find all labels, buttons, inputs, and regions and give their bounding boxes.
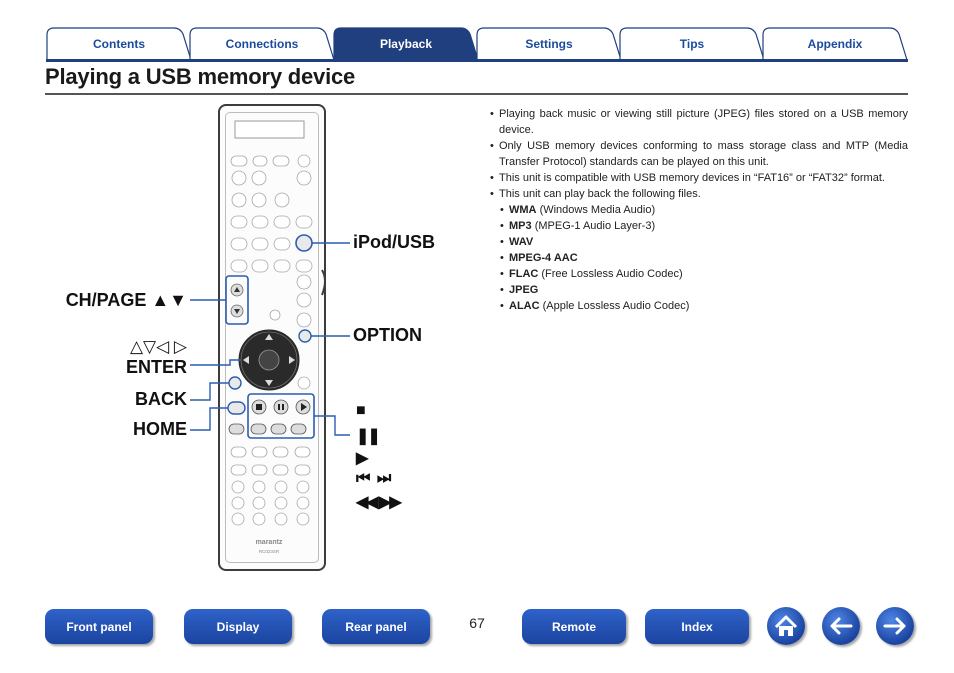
forward-nav-button[interactable] xyxy=(876,607,914,645)
play-symbol: ▶ xyxy=(356,450,370,467)
back-leader xyxy=(190,382,229,401)
enter-label: ENTER xyxy=(125,357,187,377)
index-button[interactable]: Index xyxy=(645,609,749,644)
top-tab-bar: Contents Connections Playback Settings T… xyxy=(46,27,908,63)
enter-button xyxy=(258,349,280,371)
format-item: FLAC (Free Lossless Audio Codec) xyxy=(488,266,908,282)
arrows-enter-leader xyxy=(190,359,241,366)
remote-illustration: marantz RC023SR iPod/USB CH/PAGE ▲▼ OPTI… xyxy=(60,100,460,575)
tab-contents[interactable]: Contents xyxy=(46,27,192,61)
back-button xyxy=(228,376,242,390)
device-control-leader xyxy=(314,415,350,436)
back-label: BACK xyxy=(135,389,187,409)
stop-symbol: ■ xyxy=(356,402,367,419)
page-number: 67 xyxy=(469,615,485,631)
pause-symbol: ❚❚ xyxy=(356,428,381,445)
home-label: HOME xyxy=(133,419,187,439)
home-icon xyxy=(774,615,798,636)
home-nav-button[interactable] xyxy=(767,607,805,645)
arrow-left-icon xyxy=(830,617,853,635)
tab-playback[interactable]: Playback xyxy=(333,27,479,61)
remote-button[interactable]: Remote xyxy=(522,609,626,644)
supported-formats-list: WMA (Windows Media Audio) MP3 (MPEG-1 Au… xyxy=(488,202,908,314)
ipod-usb-label: iPod/USB xyxy=(353,232,436,252)
info-bullet: Playing back music or viewing still pict… xyxy=(488,106,908,138)
home-button xyxy=(227,401,246,415)
arrow-right-icon xyxy=(883,617,906,635)
title-divider xyxy=(45,93,908,95)
tab-connections[interactable]: Connections xyxy=(189,27,335,61)
info-bullet: This unit is compatible with USB memory … xyxy=(488,170,908,186)
ipod-usb-button xyxy=(295,234,313,252)
tab-appendix[interactable]: Appendix xyxy=(762,27,908,61)
format-item: JPEG xyxy=(488,282,908,298)
display-button[interactable]: Display xyxy=(184,609,292,644)
page-title: Playing a USB memory device xyxy=(45,64,356,89)
tab-underline xyxy=(46,59,908,62)
front-panel-button[interactable]: Front panel xyxy=(45,609,153,644)
rear-panel-button[interactable]: Rear panel xyxy=(322,609,430,644)
option-label: OPTION xyxy=(353,325,423,345)
ch-page-label: CH/PAGE ▲▼ xyxy=(65,290,187,310)
remote-brand: marantz xyxy=(256,539,283,546)
skip-symbols: ⏮ ⏭ xyxy=(356,470,393,487)
format-item: WAV xyxy=(488,234,908,250)
back-nav-button[interactable] xyxy=(822,607,860,645)
search-symbols: ◀◀ ▶▶ xyxy=(356,494,402,511)
usb-info-text: Playing back music or viewing still pict… xyxy=(488,106,908,314)
tab-tips[interactable]: Tips xyxy=(619,27,765,61)
format-item: MP3 (MPEG-1 Audio Layer-3) xyxy=(488,218,908,234)
info-bullet: This unit can play back the following fi… xyxy=(488,186,908,202)
remote-model: RC023SR xyxy=(259,549,280,554)
arrows-label: △▽◁ ▷ xyxy=(129,337,187,356)
remote-drawing: marantz RC023SR xyxy=(190,120,350,554)
format-item: MPEG-4 AAC xyxy=(488,250,908,266)
info-bullet: Only USB memory devices conforming to ma… xyxy=(488,138,908,170)
format-item: ALAC (Apple Lossless Audio Codec) xyxy=(488,298,908,314)
tab-settings[interactable]: Settings xyxy=(476,27,622,61)
option-button xyxy=(298,329,312,343)
home-leader xyxy=(190,407,228,431)
format-item: WMA (Windows Media Audio) xyxy=(488,202,908,218)
